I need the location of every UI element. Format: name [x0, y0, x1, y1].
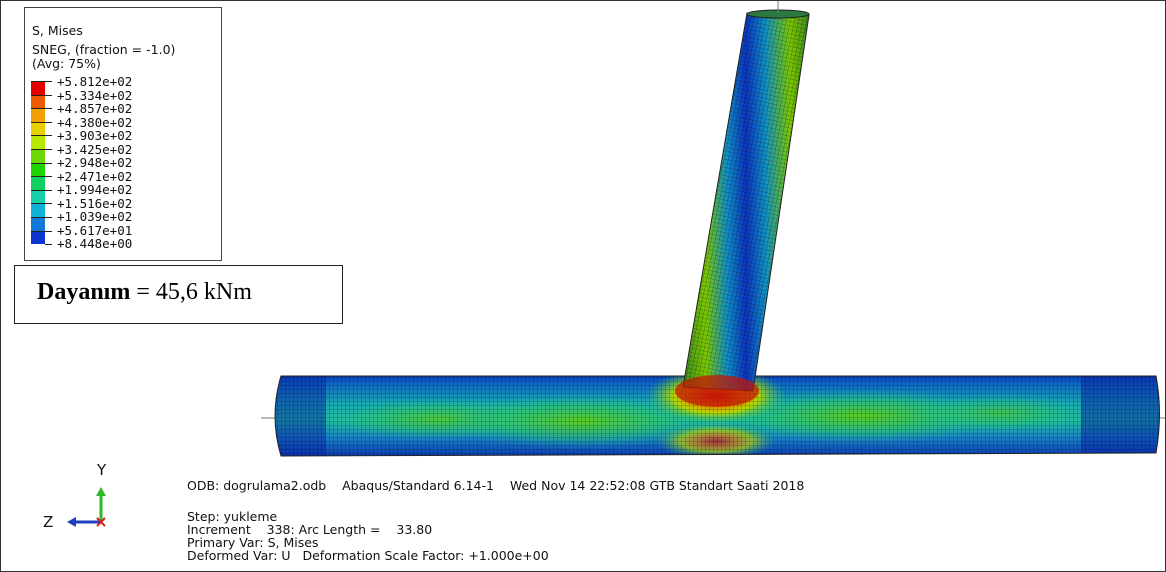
branch-pipe [675, 1, 810, 407]
legend-tick [45, 244, 52, 246]
legend-value: +1.994e+02 [57, 182, 133, 197]
legend-title-section: SNEG, (fraction = -1.0) [32, 42, 176, 57]
step-line: Step: yukleme [187, 509, 278, 524]
result-text: Dayanım = 45,6 kNm [37, 279, 252, 306]
legend-tick [45, 162, 52, 164]
legend-tick [45, 203, 52, 205]
legend-tick [45, 176, 52, 178]
legend-value: +2.471e+02 [57, 168, 133, 184]
legend-tick [45, 81, 52, 82]
legend-value: +3.903e+02 [57, 128, 133, 143]
legend-value: +4.857e+02 [57, 101, 133, 116]
legend-swatch [31, 135, 45, 149]
result-label: Dayanım [37, 279, 131, 305]
odb-info-line: ODB: dogrulama2.odb Abaqus/Standard 6.14… [187, 478, 805, 493]
result-value: = 45,6 kNm [136, 279, 252, 305]
legend-swatch [31, 189, 45, 204]
legend-tick [45, 149, 52, 150]
legend-value: +1.516e+02 [57, 195, 133, 211]
z-axis-label: Z [43, 513, 54, 531]
legend-swatch [31, 217, 45, 231]
deformed-var-line: Deformed Var: U Deformation Scale Factor… [187, 548, 549, 563]
legend-tick [45, 108, 52, 110]
legend-value: +5.334e+02 [57, 87, 133, 103]
legend-title-averaging: (Avg: 75%) [32, 56, 101, 71]
legend-tick [45, 121, 52, 123]
legend-swatch [31, 94, 45, 109]
legend-value: +4.380e+02 [57, 114, 133, 130]
legend-value: +5.617e+01 [57, 222, 133, 238]
legend-swatch [31, 149, 45, 163]
legend-value: +5.812e+02 [57, 74, 133, 89]
legend-value: +2.948e+02 [57, 155, 133, 170]
legend-value: +1.039e+02 [57, 209, 133, 224]
legend-tick [45, 217, 52, 218]
increment-line: Increment 338: Arc Length = 33.80 [187, 522, 433, 537]
legend-swatch [31, 203, 45, 217]
legend-tick [45, 189, 52, 191]
legend-tick [45, 230, 52, 232]
legend-title-variable: S, Mises [32, 23, 83, 38]
contour-legend: S, Mises SNEG, (fraction = -1.0) (Avg: 7… [24, 7, 222, 261]
legend-swatch [31, 81, 45, 95]
legend-tick [45, 94, 52, 96]
result-annotation-box: Dayanım = 45,6 kNm [14, 265, 343, 324]
axis-triad [67, 487, 106, 527]
legend-swatch [31, 121, 45, 136]
primary-var-line: Primary Var: S, Mises [187, 535, 319, 550]
legend-swatch [31, 108, 45, 122]
legend-value: +3.425e+02 [57, 141, 133, 157]
legend-tick [45, 135, 52, 137]
legend-swatch [31, 176, 45, 190]
y-axis-label: Y [97, 461, 107, 479]
legend-swatch [31, 230, 45, 245]
legend-swatch [31, 162, 45, 177]
legend-value: +8.448e+00 [57, 236, 133, 251]
